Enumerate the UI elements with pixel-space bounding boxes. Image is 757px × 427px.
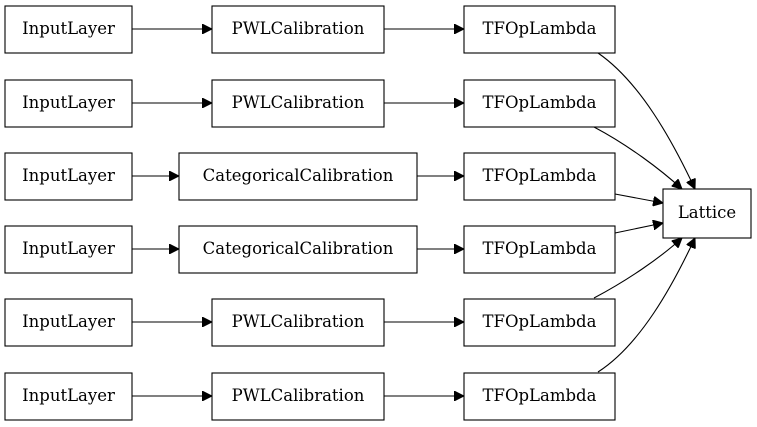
op-lambda-label-4: TFOpLambda <box>483 239 597 258</box>
calibration-node-4 <box>178 225 418 274</box>
input-layer-label-2: InputLayer <box>22 93 115 112</box>
lattice-node <box>662 188 752 239</box>
op-lambda-node-5 <box>463 298 616 347</box>
edges <box>132 29 695 396</box>
calibration-label-2: PWLCalibration <box>232 93 365 112</box>
calibration-label-4: CategoricalCalibration <box>203 239 394 258</box>
op-lambda-node-2 <box>463 79 616 128</box>
row-5: InputLayer PWLCalibration TFOpLambda <box>4 298 616 347</box>
calibration-node-1 <box>211 5 385 54</box>
op-lambda-label-5: TFOpLambda <box>483 312 597 331</box>
input-layer-label-3: InputLayer <box>22 166 115 185</box>
input-layer-label-5: InputLayer <box>22 312 115 331</box>
calibration-label-5: PWLCalibration <box>232 312 365 331</box>
op-lambda-node-1 <box>463 5 616 54</box>
input-layer-label-6: InputLayer <box>22 386 115 405</box>
input-layer-label-1: InputLayer <box>22 19 115 38</box>
calibration-node-5 <box>211 298 385 347</box>
op-lambda-node-3 <box>463 152 616 201</box>
input-layer-node-4 <box>4 225 133 274</box>
edge-op-to-lattice-2 <box>593 126 682 189</box>
input-layer-node-5 <box>4 298 133 347</box>
calibration-label-3: CategoricalCalibration <box>203 166 394 185</box>
row-2: InputLayer PWLCalibration TFOpLambda <box>4 79 616 128</box>
calibration-label-6: PWLCalibration <box>232 386 365 405</box>
op-lambda-node-4 <box>463 225 616 274</box>
row-3: InputLayer CategoricalCalibration TFOpLa… <box>4 152 616 201</box>
calibration-node-3 <box>178 152 418 201</box>
edge-op-to-lattice-1 <box>597 52 695 189</box>
row-4: InputLayer CategoricalCalibration TFOpLa… <box>4 225 616 274</box>
op-lambda-node-6 <box>463 372 616 421</box>
row-1: InputLayer PWLCalibration TFOpLambda <box>4 5 616 54</box>
input-layer-node-1 <box>4 5 133 54</box>
row-6: InputLayer PWLCalibration TFOpLambda <box>4 372 616 421</box>
edge-op-to-lattice-6 <box>597 238 695 373</box>
op-lambda-label-6: TFOpLambda <box>483 386 597 405</box>
input-layer-node-6 <box>4 372 133 421</box>
edge-op-to-lattice-3 <box>614 193 663 203</box>
calibration-label-1: PWLCalibration <box>232 19 365 38</box>
edge-op-to-lattice-5 <box>593 238 682 299</box>
output: Lattice <box>662 188 752 239</box>
calibration-node-2 <box>211 79 385 128</box>
lattice-label: Lattice <box>678 203 736 222</box>
input-layer-node-2 <box>4 79 133 128</box>
op-lambda-label-1: TFOpLambda <box>483 19 597 38</box>
op-lambda-label-3: TFOpLambda <box>483 166 597 185</box>
calibration-node-6 <box>211 372 385 421</box>
edge-op-to-lattice-4 <box>614 223 663 234</box>
input-layer-node-3 <box>4 152 133 201</box>
input-layer-label-4: InputLayer <box>22 239 115 258</box>
op-lambda-label-2: TFOpLambda <box>483 93 597 112</box>
